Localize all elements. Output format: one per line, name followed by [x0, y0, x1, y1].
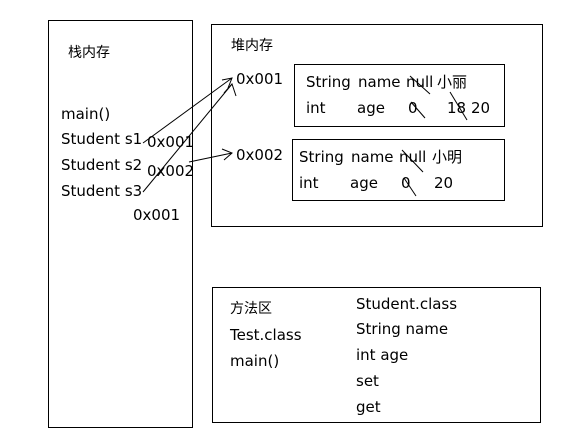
heap-object-2-name-type: String [299, 148, 344, 166]
heap-object-1-age-old: 0 [408, 99, 418, 117]
stack-main: main() [61, 105, 111, 123]
stack-s1: Student s1 [61, 130, 143, 148]
heap-object-1-name-field: name [358, 73, 401, 91]
heap-object-1-name-new: 小丽 [437, 73, 468, 91]
heap-object-1-age-field: age [357, 99, 385, 117]
stack-s3: Student s3 [61, 182, 143, 200]
heap-object-1-age-type: int [306, 99, 326, 117]
arrow-s2-to-0x002-head [221, 148, 233, 161]
heap-object-2-age-old: 0 [401, 174, 411, 192]
arrow-s3-to-0x001 [142, 83, 233, 193]
stack-s3-ref: 0x001 [133, 206, 181, 224]
method-area-string-name: String name [356, 320, 449, 338]
method-area-student-class: Student.class [356, 295, 458, 313]
heap-object-1-box [294, 64, 505, 127]
arrow-s1-to-0x001 [142, 77, 233, 144]
arrow-s2-to-0x002 [188, 152, 233, 163]
method-area-box [212, 287, 541, 423]
strike-object-2-zero [403, 177, 417, 197]
method-area-set: set [356, 372, 379, 390]
heap-object-1-age-new: 20 [471, 99, 491, 117]
heap-object-1-address: 0x001 [236, 70, 284, 88]
heap-object-1-age-mid: 18 [447, 99, 467, 117]
stack-s2: Student s2 [61, 156, 143, 174]
strike-object-1-null [409, 75, 431, 95]
stack-title: 栈内存 [68, 45, 110, 61]
strike-object-2-null [401, 149, 424, 173]
heap-object-2-address: 0x002 [236, 146, 284, 164]
heap-object-2-name-new: 小明 [432, 148, 463, 166]
heap-object-1-name-type: String [306, 73, 351, 91]
stack-s2-ref: 0x002 [147, 162, 195, 180]
strike-object-1-18 [449, 91, 468, 121]
heap-object-2-name-old: null [399, 148, 427, 166]
stack-memory-box [48, 20, 193, 428]
heap-object-2-name-field: name [351, 148, 394, 166]
strike-object-1-zero [410, 101, 426, 119]
heap-object-2-age-type: int [299, 174, 319, 192]
heap-memory-box [211, 24, 543, 227]
arrow-s1-to-0x001-head [221, 77, 233, 89]
heap-title: 堆内存 [231, 38, 273, 54]
method-area-test-class: Test.class [230, 326, 302, 344]
heap-object-2-age-new: 20 [434, 174, 454, 192]
arrow-s3-to-0x001-head [223, 83, 237, 97]
method-area-title: 方法区 [230, 301, 272, 317]
method-area-get: get [356, 398, 381, 416]
method-area-int-age: int age [356, 346, 409, 364]
heap-object-2-age-field: age [350, 174, 378, 192]
method-area-main: main() [230, 352, 280, 370]
stack-s1-ref: 0x001 [147, 133, 195, 151]
heap-object-2-box [292, 139, 505, 201]
